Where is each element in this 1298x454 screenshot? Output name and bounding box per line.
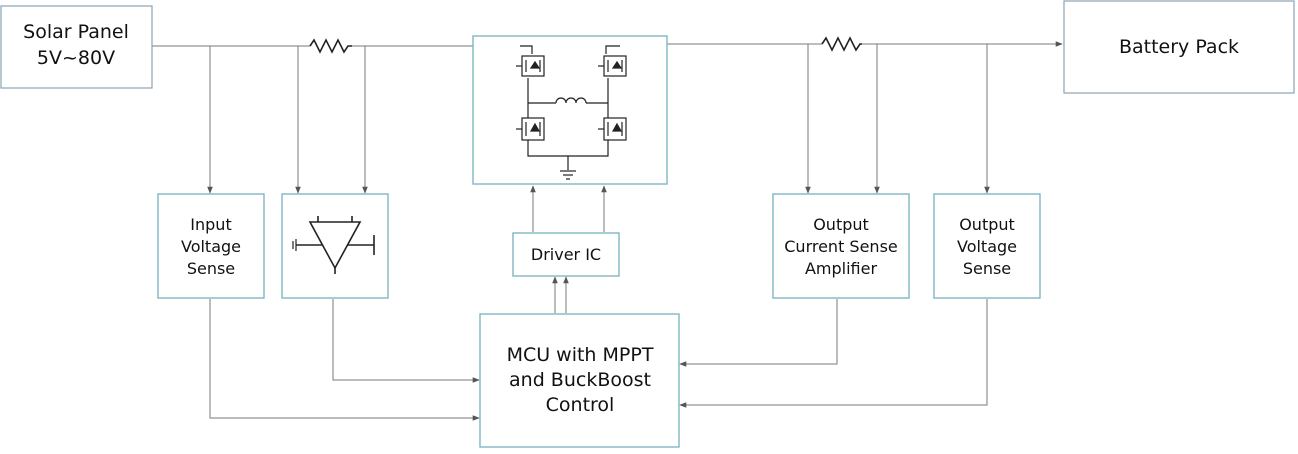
amplifier-icon bbox=[292, 216, 375, 274]
output-voltage-sense-line1: Output bbox=[959, 215, 1015, 234]
mcu-label-line1: MCU with MPPT bbox=[507, 344, 654, 366]
solar-panel-block: Solar Panel 5V~80V bbox=[0, 5, 153, 89]
current-sense-amplifier-box bbox=[281, 193, 389, 299]
input-resistor-icon bbox=[309, 38, 352, 54]
driver-ic-block: Driver IC bbox=[512, 232, 620, 277]
mcu-label-line3: Control bbox=[546, 394, 615, 416]
output-current-sense-line1: Output bbox=[813, 215, 869, 234]
output-current-sense-box bbox=[772, 193, 910, 299]
mosfet-q2-icon bbox=[598, 55, 627, 77]
output-current-to-mcu-wire bbox=[679, 299, 838, 367]
solar-panel-box bbox=[0, 5, 153, 89]
wires bbox=[152, 41, 1063, 421]
output-current-sense-line3: Amplifier bbox=[805, 259, 878, 278]
solar-panel-label-line2: 5V~80V bbox=[37, 47, 115, 69]
mcu-block: MCU with MPPT and BuckBoost Control bbox=[479, 313, 680, 448]
input-voltage-sense-line2: Voltage bbox=[181, 237, 241, 256]
driver-ic-box bbox=[512, 232, 620, 277]
mosfet-q4-icon bbox=[598, 117, 627, 141]
h-bridge-box bbox=[472, 35, 668, 185]
battery-pack-label: Battery Pack bbox=[1119, 36, 1239, 58]
output-current-sense-block: Output Current Sense Amplifier bbox=[772, 193, 910, 299]
mosfet-q3-icon bbox=[516, 117, 545, 141]
mosfet-q1-icon bbox=[516, 55, 545, 77]
output-voltage-sense-block: Output Voltage Sense bbox=[933, 193, 1041, 299]
mcu-box bbox=[479, 313, 680, 448]
output-voltage-sense-line2: Voltage bbox=[957, 237, 1017, 256]
mcu-label-line2: and BuckBoost bbox=[509, 369, 651, 391]
input-voltage-sense-line1: Input bbox=[190, 215, 231, 234]
output-voltage-sense-box bbox=[933, 193, 1041, 299]
battery-pack-box bbox=[1063, 0, 1295, 94]
output-voltage-to-mcu-wire bbox=[679, 299, 988, 408]
output-voltage-sense-line3: Sense bbox=[963, 259, 1011, 278]
output-resistor-icon bbox=[821, 36, 862, 52]
battery-pack-block: Battery Pack bbox=[1063, 0, 1295, 94]
input-voltage-sense-block: Input Voltage Sense bbox=[157, 193, 265, 299]
input-voltage-to-mcu-wire bbox=[209, 299, 480, 421]
current-amp-to-mcu-wire bbox=[332, 299, 480, 383]
output-current-sense-line2: Current Sense bbox=[784, 237, 898, 256]
input-voltage-sense-line3: Sense bbox=[187, 259, 235, 278]
ground-icon bbox=[560, 170, 576, 180]
h-bridge-block bbox=[472, 35, 668, 185]
inductor-icon bbox=[555, 97, 587, 104]
solar-panel-label-line1: Solar Panel bbox=[23, 21, 129, 43]
driver-ic-label: Driver IC bbox=[531, 245, 601, 264]
input-voltage-sense-box bbox=[157, 193, 265, 299]
current-sense-amplifier-block bbox=[281, 193, 389, 299]
